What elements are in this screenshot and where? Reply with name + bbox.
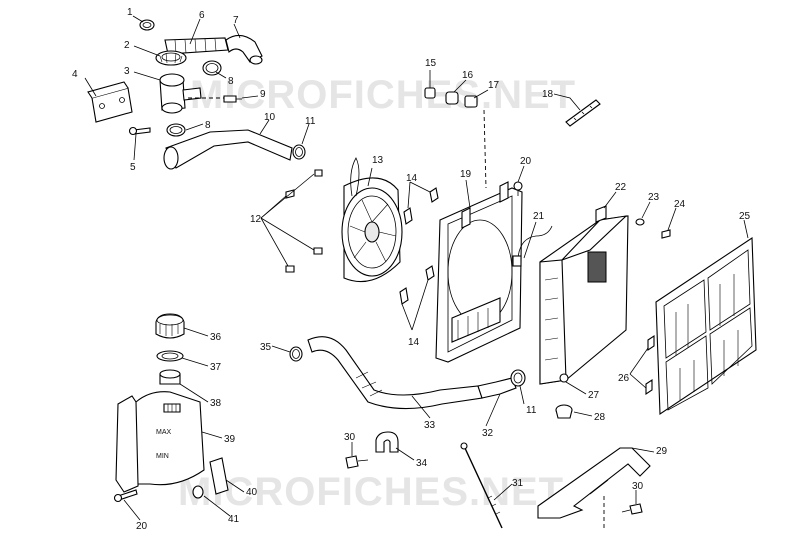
- bolt-part-5: [128, 126, 151, 136]
- callout-30b: 30: [632, 481, 644, 492]
- clip-part-14-upper: [403, 187, 439, 225]
- sensor-part-21: [512, 225, 553, 267]
- callout-21: 21: [533, 211, 545, 222]
- callout-7: 7: [233, 15, 239, 26]
- callout-38: 38: [210, 398, 222, 409]
- bracket-part-4: [87, 81, 133, 123]
- gasket-part-37: [156, 350, 184, 362]
- callout-22: 22: [615, 182, 627, 193]
- leader-lines: [84, 15, 749, 521]
- cap-part-28: [555, 404, 573, 419]
- callout-6: 6: [199, 10, 205, 21]
- callout-20b: 20: [136, 521, 148, 532]
- clip-part-26: [645, 334, 655, 396]
- callout-29: 29: [656, 446, 668, 457]
- callout-23: 23: [648, 192, 660, 203]
- callout-40: 40: [246, 487, 258, 498]
- reservoir-part-39: [115, 391, 205, 493]
- screw-part-30-left: [345, 455, 369, 469]
- watermark-top: MICROFICHES.NET: [190, 73, 576, 117]
- clamp-part-8-lower: [166, 123, 186, 137]
- callout-4: 4: [72, 69, 78, 80]
- callout-11a: 11: [305, 116, 316, 127]
- strap-part-18: [565, 99, 601, 127]
- clamp-part-8-upper: [202, 60, 222, 76]
- callout-32: 32: [482, 428, 494, 439]
- grommet-part-16: [445, 91, 459, 105]
- callout-27: 27: [588, 390, 600, 401]
- clamp-part-41: [192, 485, 204, 499]
- shroud-part-19: [435, 181, 523, 363]
- screw-part-30-right: [621, 503, 643, 515]
- callout-31: 31: [512, 478, 524, 489]
- callout-20a: 20: [520, 156, 532, 167]
- spacer-part-17: [464, 95, 478, 108]
- reservoir-max-mark: MAX: [156, 429, 172, 436]
- screw-part-20-upper: [513, 181, 523, 196]
- clamp-part-35: [289, 346, 303, 362]
- callout-36: 36: [210, 332, 222, 343]
- callout-1: 1: [127, 7, 133, 18]
- screw-part-24: [661, 229, 671, 239]
- fan-part-13: [341, 157, 403, 283]
- callout-35: 35: [260, 342, 272, 353]
- callout-37: 37: [210, 362, 222, 373]
- bracket-part-29: [537, 447, 651, 519]
- callout-26: 26: [618, 373, 630, 384]
- screw-part-20-lower: [113, 489, 138, 503]
- callout-14a: 14: [406, 173, 418, 184]
- callout-41: 41: [228, 514, 240, 525]
- clip-part-14-lower: [399, 265, 435, 305]
- callout-9: 9: [260, 89, 266, 100]
- callout-39: 39: [224, 434, 236, 445]
- callout-15: 15: [425, 58, 437, 69]
- callout-13: 13: [372, 155, 384, 166]
- callout-16: 16: [462, 70, 474, 81]
- callout-19: 19: [460, 169, 472, 180]
- watermark-bottom: MICROFICHES.NET: [178, 470, 564, 514]
- screw-part-9: [223, 95, 242, 103]
- clamp-part-1: [139, 19, 155, 31]
- callout-labels: 1 6 7 2 3 4 8 9 8 10 11 5 12 13 14 14 15…: [72, 7, 751, 532]
- clamp-part-11-lower: [510, 369, 526, 387]
- callout-24: 24: [674, 199, 686, 210]
- clip-part-34: [375, 431, 399, 453]
- drain-part-27: [559, 373, 569, 383]
- hose-part-10: [163, 129, 293, 170]
- callout-11b: 11: [526, 405, 537, 416]
- cap-part-36: [155, 313, 185, 339]
- rod-part-31: [460, 442, 503, 529]
- callout-3: 3: [124, 66, 130, 77]
- callout-14b: 14: [408, 337, 420, 348]
- filler-cap-part-2: [155, 50, 187, 66]
- washer-part-23: [635, 218, 645, 226]
- callout-28: 28: [594, 412, 606, 423]
- neck-part-38: [159, 369, 181, 385]
- assembly-line-17: [483, 109, 487, 189]
- callout-10: 10: [264, 112, 276, 123]
- hose-part-32: [477, 377, 517, 399]
- callout-5: 5: [130, 162, 136, 173]
- callout-18: 18: [542, 89, 554, 100]
- callout-8a: 8: [228, 76, 234, 87]
- hose-part-40: [209, 457, 229, 495]
- callout-33: 33: [424, 420, 436, 431]
- elbow-hose-part-7: [225, 34, 263, 65]
- callout-17: 17: [488, 80, 500, 91]
- screen-part-25: [655, 236, 757, 416]
- callout-8b: 8: [205, 120, 211, 131]
- callout-2: 2: [124, 40, 130, 51]
- radiator-part-22: [539, 205, 629, 385]
- callout-34: 34: [416, 458, 428, 469]
- pin-part-12: [285, 169, 323, 273]
- reservoir-min-mark: MIN: [156, 453, 169, 460]
- callout-30a: 30: [344, 432, 356, 443]
- clamp-part-11-upper: [292, 144, 306, 160]
- callout-12: 12: [250, 214, 262, 225]
- callout-25: 25: [739, 211, 751, 222]
- grommet-part-15: [424, 87, 436, 99]
